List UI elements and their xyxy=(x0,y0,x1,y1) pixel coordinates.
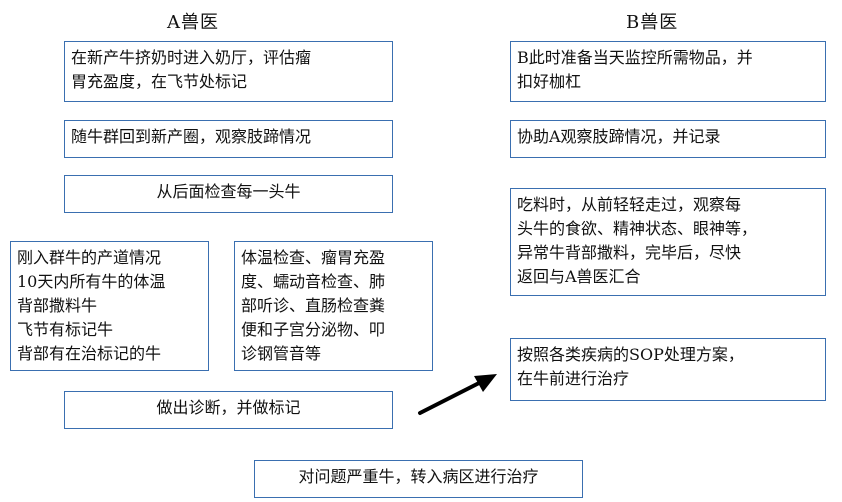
vet-b-header: B兽医 xyxy=(626,12,679,33)
a-check-targets-list: 刚入群牛的产道情况 10天内所有牛的体温 背部撒料牛 飞节有标记牛 背部有在治标… xyxy=(10,241,209,371)
a-exam-methods: 体温检查、瘤胃充盈 度、蠕动音检查、肺 部听诊、直肠检查粪 便和子宫分泌物、叩 … xyxy=(234,241,433,371)
final-step-transfer-ward: 对问题严重牛，转入病区进行治疗 xyxy=(254,460,583,498)
a-step-diagnose: 做出诊断，并做标记 xyxy=(64,391,393,429)
b-step-observe-feeding: 吃料时，从前轻轻走过，观察每 头牛的食欲、精神状态、眼神等， 异常牛背部撒料，完… xyxy=(510,188,826,296)
a-step-check-from-behind: 从后面检查每一头牛 xyxy=(64,175,393,213)
a-step-milking-parlor: 在新产牛挤奶时进入奶厅，评估瘤 胃充盈度，在飞节处标记 xyxy=(64,41,393,102)
vet-a-header: A兽医 xyxy=(167,12,219,33)
b-step-prepare-supplies: B此时准备当天监控所需物品，并 扣好枷杠 xyxy=(510,41,826,102)
b-step-assist-hooves: 协助A观察肢蹄情况，并记录 xyxy=(510,120,826,158)
b-step-sop-treatment: 按照各类疾病的SOP处理方案， 在牛前进行治疗 xyxy=(510,338,826,401)
a-step-observe-hooves: 随牛群回到新产圈，观察肢蹄情况 xyxy=(64,120,393,158)
